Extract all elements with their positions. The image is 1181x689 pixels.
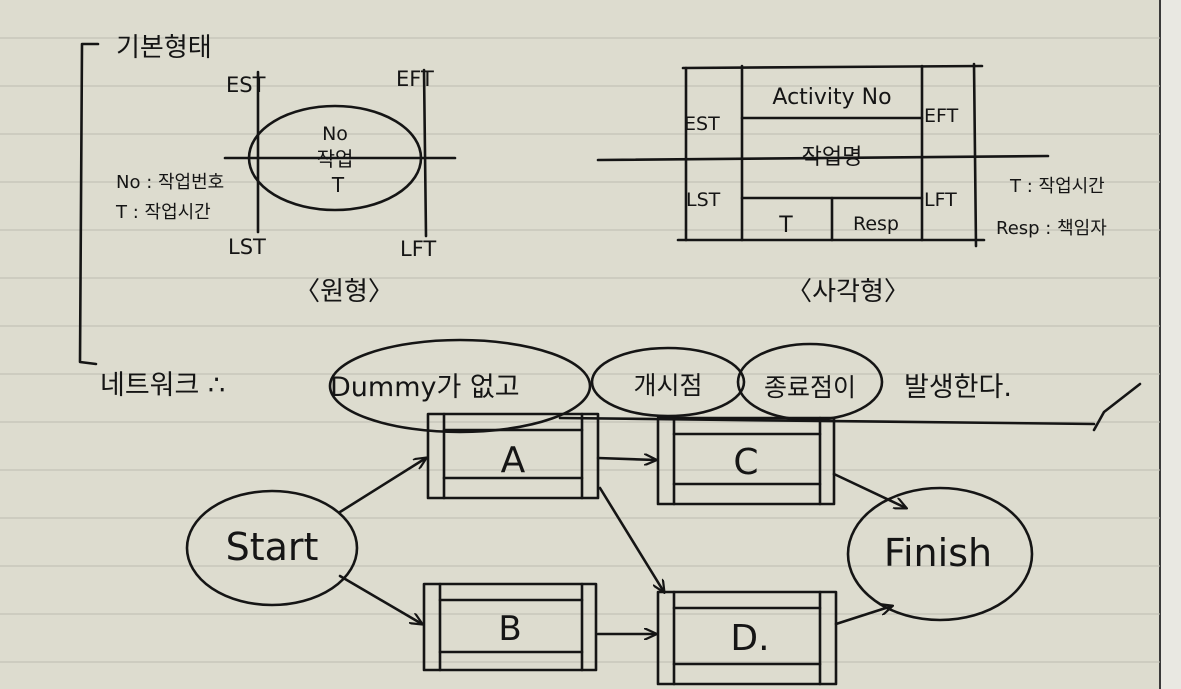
- aoa-legend-no: No : 작업번호: [116, 172, 224, 193]
- aon-eft-label: EFT: [924, 105, 959, 127]
- aoa-caption: 〈원형〉: [294, 277, 394, 307]
- aon-lst-label: LST: [686, 189, 721, 211]
- aon-legend-t: T : 작업시간: [1009, 176, 1105, 197]
- start-point-circle: [590, 346, 746, 418]
- activity-box-a: [426, 412, 600, 500]
- start-node: [185, 489, 359, 607]
- underline-checkmark: [558, 382, 1142, 432]
- aoa-right-vertical: [422, 68, 428, 238]
- note-end-point: 종료점이: [764, 373, 856, 402]
- note-start-point: 개시점: [633, 371, 702, 400]
- aon-lft-label: LFT: [924, 189, 957, 211]
- activity-c-label: C: [733, 442, 758, 483]
- finish-node: [846, 486, 1034, 622]
- aoa-est-label: EST: [226, 73, 266, 97]
- aon-top-line: [681, 64, 984, 70]
- aoa-title: 기본형태: [116, 33, 212, 63]
- note-rest: 발생한다.: [904, 372, 1012, 403]
- aoa-lft-label: LFT: [400, 237, 436, 261]
- paper-right-edge: [1160, 0, 1181, 689]
- aon-t-label: T: [778, 213, 793, 238]
- aoa-legend-t: T : 작업시간: [115, 202, 211, 223]
- aon-node-diagram: [596, 62, 1050, 248]
- aoa-node-no: No: [322, 123, 348, 145]
- aon-work-name: 작업명: [802, 145, 863, 170]
- dummy-circle: [328, 338, 592, 434]
- aoa-eft-label: EFT: [396, 67, 434, 91]
- aon-resp-label: Resp: [853, 213, 899, 235]
- aoa-node-circle: [247, 104, 423, 212]
- aon-est-label: EST: [684, 113, 720, 135]
- start-label: Start: [226, 525, 319, 569]
- aon-horizontal-line: [596, 154, 1050, 162]
- activity-b-label: B: [498, 609, 521, 649]
- activity-a-label: A: [501, 440, 526, 481]
- aon-activity-no: Activity No: [772, 85, 891, 110]
- aon-caption: 〈사각형〉: [786, 277, 910, 307]
- aon-legend-resp: Resp : 책임자: [996, 218, 1107, 239]
- left-bracket: [78, 42, 100, 366]
- note-prefix: 네트워크 ∴: [100, 370, 225, 401]
- aoa-lst-label: LST: [228, 235, 266, 259]
- ruled-lines: [0, 37, 1160, 663]
- activity-box-d: [656, 590, 838, 686]
- finish-label: Finish: [884, 531, 992, 575]
- activity-box-b: [422, 582, 598, 672]
- aoa-node-diagram: [223, 68, 457, 238]
- activity-d-label: D.: [730, 618, 769, 659]
- network-arrows: [338, 458, 906, 634]
- aoa-node-t: T: [331, 173, 345, 197]
- note-dummy: Dummy가 없고: [330, 372, 520, 403]
- aoa-node-work: 작업: [317, 147, 354, 171]
